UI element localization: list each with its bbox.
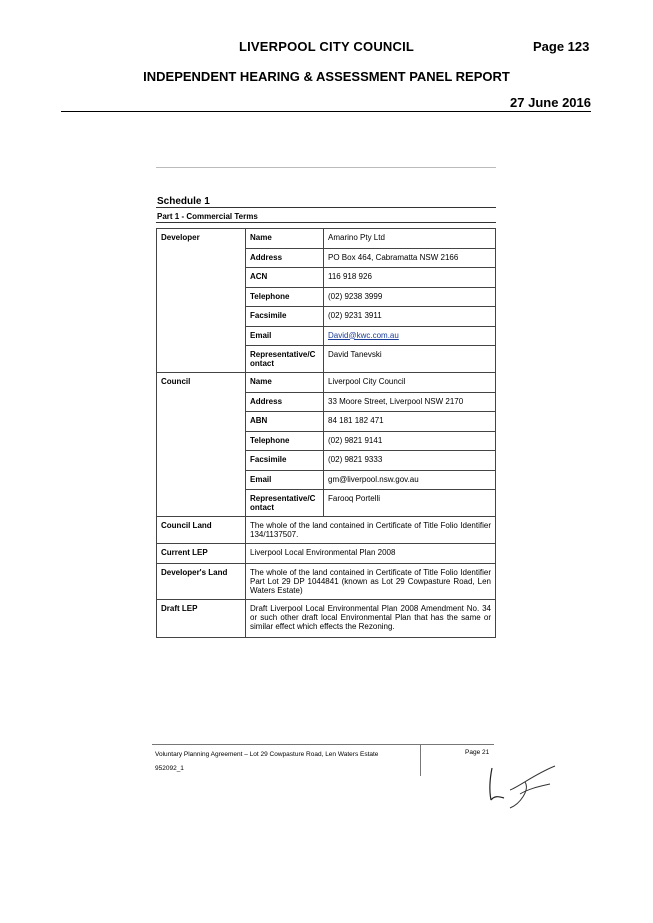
table-row: Council Land The whole of the land conta…: [156, 516, 496, 544]
council-land-label: Council Land: [156, 516, 246, 544]
header-council-name: LIVERPOOL CITY COUNCIL: [238, 39, 415, 54]
table-row: Current LEP Liverpool Local Environmenta…: [156, 543, 496, 564]
developer-facsimile-value: (02) 9231 3911: [323, 306, 496, 327]
developers-land-label: Developer's Land: [156, 562, 246, 600]
council-address-value: 33 Moore Street, Liverpool NSW 2170: [323, 391, 496, 412]
council-email-label: Email: [245, 469, 324, 490]
signature-mark: [489, 765, 556, 809]
developer-name-value: Amarino Pty Ltd: [323, 228, 496, 249]
draft-lep-label: Draft LEP: [156, 598, 246, 638]
table-row: Email gm@liverpool.nsw.gov.au: [157, 469, 496, 490]
commercial-terms-table: Developer Name Amarino Pty Ltd Address P…: [156, 228, 496, 638]
council-email-value: gm@liverpool.nsw.gov.au: [323, 469, 496, 490]
header-date: 27 June 2016: [510, 95, 591, 110]
table-row: Council Name Liverpool City Council: [156, 372, 496, 517]
developer-facsimile-label: Facsimile: [245, 306, 324, 327]
table-row: Representative/C ontact David Tanevski: [157, 345, 496, 373]
table-row: Telephone (02) 9238 3999: [157, 286, 496, 307]
council-address-label: Address: [245, 391, 324, 412]
footer-reference: 952092_1: [155, 765, 184, 772]
council-telephone-value: (02) 9821 9141: [323, 430, 496, 451]
developer-address-label: Address: [245, 247, 324, 268]
table-row: Telephone (02) 9821 9141: [157, 430, 496, 451]
developer-party-label: Developer: [156, 228, 246, 373]
council-rep-label: Representative/C ontact: [245, 489, 324, 517]
council-name-value: Liverpool City Council: [323, 372, 496, 393]
table-row: Developer's Land The whole of the land c…: [156, 562, 496, 600]
developer-email-label: Email: [245, 325, 324, 346]
council-abn-value: 84 181 182 471: [323, 411, 496, 432]
developer-rep-label: Representative/C ontact: [245, 345, 324, 373]
developer-telephone-value: (02) 9238 3999: [323, 286, 496, 307]
developer-address-value: PO Box 464, Cabramatta NSW 2166: [323, 247, 496, 268]
council-rep-value: Farooq Portelli: [323, 489, 496, 517]
draft-lep-value: Draft Liverpool Local Environmental Plan…: [245, 598, 496, 638]
table-row: Address 33 Moore Street, Liverpool NSW 2…: [157, 391, 496, 412]
table-row: Developer Name Amarino Pty Ltd: [156, 228, 496, 373]
part-title: Part 1 - Commercial Terms: [157, 212, 258, 221]
header-page-number: Page 123: [533, 39, 590, 54]
footer-agreement-title: Voluntary Planning Agreement – Lot 29 Co…: [155, 751, 379, 758]
table-row: Address PO Box 464, Cabramatta NSW 2166: [157, 247, 496, 268]
developer-acn-label: ACN: [245, 267, 324, 288]
council-land-value: The whole of the land contained in Certi…: [245, 516, 496, 544]
developer-email-link[interactable]: David@kwc.com.au: [328, 330, 399, 340]
header-divider: [61, 111, 591, 112]
part-divider: [156, 222, 496, 223]
footer-vertical-divider: [420, 744, 421, 776]
document-top-rule: [156, 167, 496, 168]
developer-acn-value: 116 918 926: [323, 267, 496, 288]
header-panel-title: INDEPENDENT HEARING & ASSESSMENT PANEL R…: [143, 69, 510, 84]
council-telephone-label: Telephone: [245, 430, 324, 451]
developers-land-value: The whole of the land contained in Certi…: [245, 562, 496, 600]
table-row: Facsimile (02) 9821 9333: [157, 450, 496, 471]
schedule-title: Schedule 1: [157, 196, 210, 207]
schedule-divider: [156, 207, 496, 208]
council-facsimile-value: (02) 9821 9333: [323, 450, 496, 471]
table-row: Facsimile (02) 9231 3911: [157, 306, 496, 327]
table-row: Draft LEP Draft Liverpool Local Environm…: [156, 598, 496, 638]
developer-name-label: Name: [245, 228, 324, 249]
footer-page-number: Page 21: [465, 749, 490, 756]
footer-divider: [152, 744, 494, 745]
current-lep-label: Current LEP: [156, 543, 246, 564]
council-name-label: Name: [245, 372, 324, 393]
developer-telephone-label: Telephone: [245, 286, 324, 307]
current-lep-value: Liverpool Local Environmental Plan 2008: [245, 543, 496, 564]
council-party-label: Council: [156, 372, 246, 517]
developer-rep-value: David Tanevski: [323, 345, 496, 373]
council-facsimile-label: Facsimile: [245, 450, 324, 471]
council-abn-label: ABN: [245, 411, 324, 432]
